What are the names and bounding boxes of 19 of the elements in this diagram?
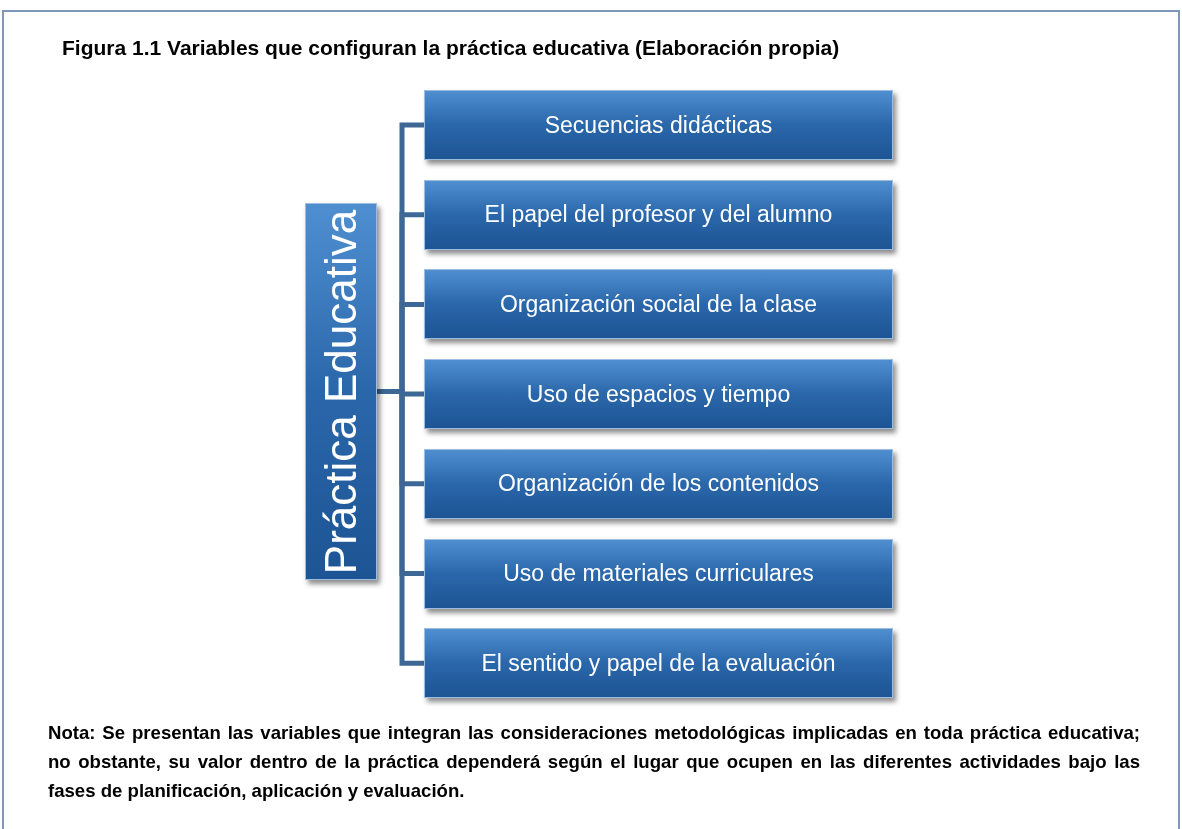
item-box	[424, 359, 893, 430]
item-box	[424, 90, 893, 160]
box-label: Secuencias didácticas	[544, 111, 773, 139]
box-label: Organización de los contenidos	[498, 470, 819, 498]
note-text: Nota: Se presentan las variables que integran las consideraciones metodológicas implicadas en toda práctica educativa; no obstante, su valor dentro de la práctica dependerá según el lugar que ocupen en las diferentes actividades bajo las fases de planificación, aplicación y evaluación.	[48, 721, 1140, 803]
box-label: Práctica Educativa	[316, 209, 366, 574]
box-label: Uso de materiales curriculares	[503, 560, 814, 587]
category-box	[305, 203, 377, 580]
figure-title: Figura 1.1 Variables que configuran la práctica educativa (Elaboración propia)	[62, 36, 840, 60]
connector-line	[377, 389, 424, 666]
box-label: Uso de espacios y tiempo	[526, 380, 791, 408]
box-label: El sentido y papel de la evaluación	[481, 649, 836, 677]
item-box	[424, 448, 893, 519]
box-label: El papel del profesor y del alumno	[484, 201, 833, 229]
item-box	[424, 269, 893, 340]
item-box	[424, 179, 893, 250]
item-box	[424, 538, 893, 609]
item-box	[424, 628, 893, 699]
box-label: Organización social de la clase	[499, 290, 818, 318]
